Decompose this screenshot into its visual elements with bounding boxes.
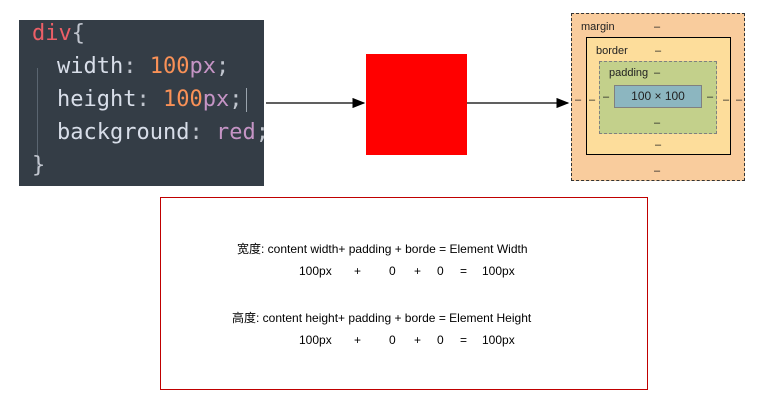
code-line-height: height: 100px; <box>57 86 248 114</box>
css-semicolon: ; <box>215 54 230 79</box>
code-line-close: } <box>32 152 45 180</box>
padding-right-value: – <box>707 91 714 103</box>
margin-label: margin <box>581 21 615 33</box>
code-editor-panel: div{ width: 100px; height: 100px; backgr… <box>19 20 269 186</box>
width-formula: 宽度: content width+ padding + borde = Ele… <box>237 242 528 256</box>
width-plus-2: + <box>414 264 422 278</box>
width-equals: = <box>460 264 468 278</box>
css-unit: px <box>189 54 216 79</box>
box-model-content: 100 × 100 <box>614 85 702 108</box>
css-unit: px <box>202 87 230 112</box>
formula-box: 宽度: content width+ padding + borde = Ele… <box>160 197 648 390</box>
css-value: red <box>215 120 256 145</box>
width-border-value: 0 <box>437 264 444 278</box>
margin-top-value: – <box>654 21 661 33</box>
border-left-value: – <box>589 94 596 106</box>
height-content-value: 100px <box>299 333 332 347</box>
code-line-selector: div{ <box>32 20 85 48</box>
css-property: height <box>57 87 137 112</box>
border-label: border <box>596 45 628 57</box>
border-bottom-value: – <box>655 139 662 151</box>
padding-bottom-value: – <box>654 117 661 129</box>
box-model-margin: margin – – – – border – – – – padding – … <box>571 13 745 181</box>
width-content-value: 100px <box>299 264 332 278</box>
height-plus-1: + <box>354 333 362 347</box>
border-top-value: – <box>655 45 662 57</box>
code-line-width: width: 100px; <box>57 53 229 81</box>
css-colon: : <box>189 120 216 145</box>
css-semicolon: ; <box>255 120 269 145</box>
padding-left-value: – <box>603 91 610 103</box>
width-result: 100px <box>482 264 515 278</box>
indent-guide <box>37 68 38 174</box>
css-number: 100 <box>162 87 203 112</box>
height-formula: 高度: content height+ padding + borde = El… <box>232 311 532 325</box>
margin-bottom-value: – <box>654 165 661 177</box>
code-line-background: background: red; <box>57 119 269 147</box>
margin-left-value: – <box>575 94 582 106</box>
box-model-border: border – – – – padding – – – – 100 × 100 <box>586 37 731 155</box>
css-colon: : <box>136 87 163 112</box>
width-padding-value: 0 <box>389 264 396 278</box>
css-property: width <box>57 54 124 79</box>
height-border-value: 0 <box>437 333 444 347</box>
css-semicolon: ; <box>229 87 243 112</box>
close-brace: } <box>32 153 46 178</box>
box-model-padding: padding – – – – 100 × 100 <box>599 61 717 134</box>
height-plus-2: + <box>414 333 422 347</box>
css-number: 100 <box>149 54 190 79</box>
height-result: 100px <box>482 333 515 347</box>
red-square <box>366 54 467 155</box>
border-right-value: – <box>723 94 730 106</box>
css-property: background <box>57 120 190 145</box>
width-plus-1: + <box>354 264 362 278</box>
height-padding-value: 0 <box>389 333 396 347</box>
height-equals: = <box>460 333 468 347</box>
open-brace: { <box>71 21 85 46</box>
padding-top-value: – <box>654 67 661 79</box>
css-colon: : <box>123 54 150 79</box>
padding-label: padding <box>609 67 649 79</box>
margin-right-value: – <box>736 94 743 106</box>
css-selector: div <box>32 21 72 46</box>
text-caret <box>246 88 248 112</box>
